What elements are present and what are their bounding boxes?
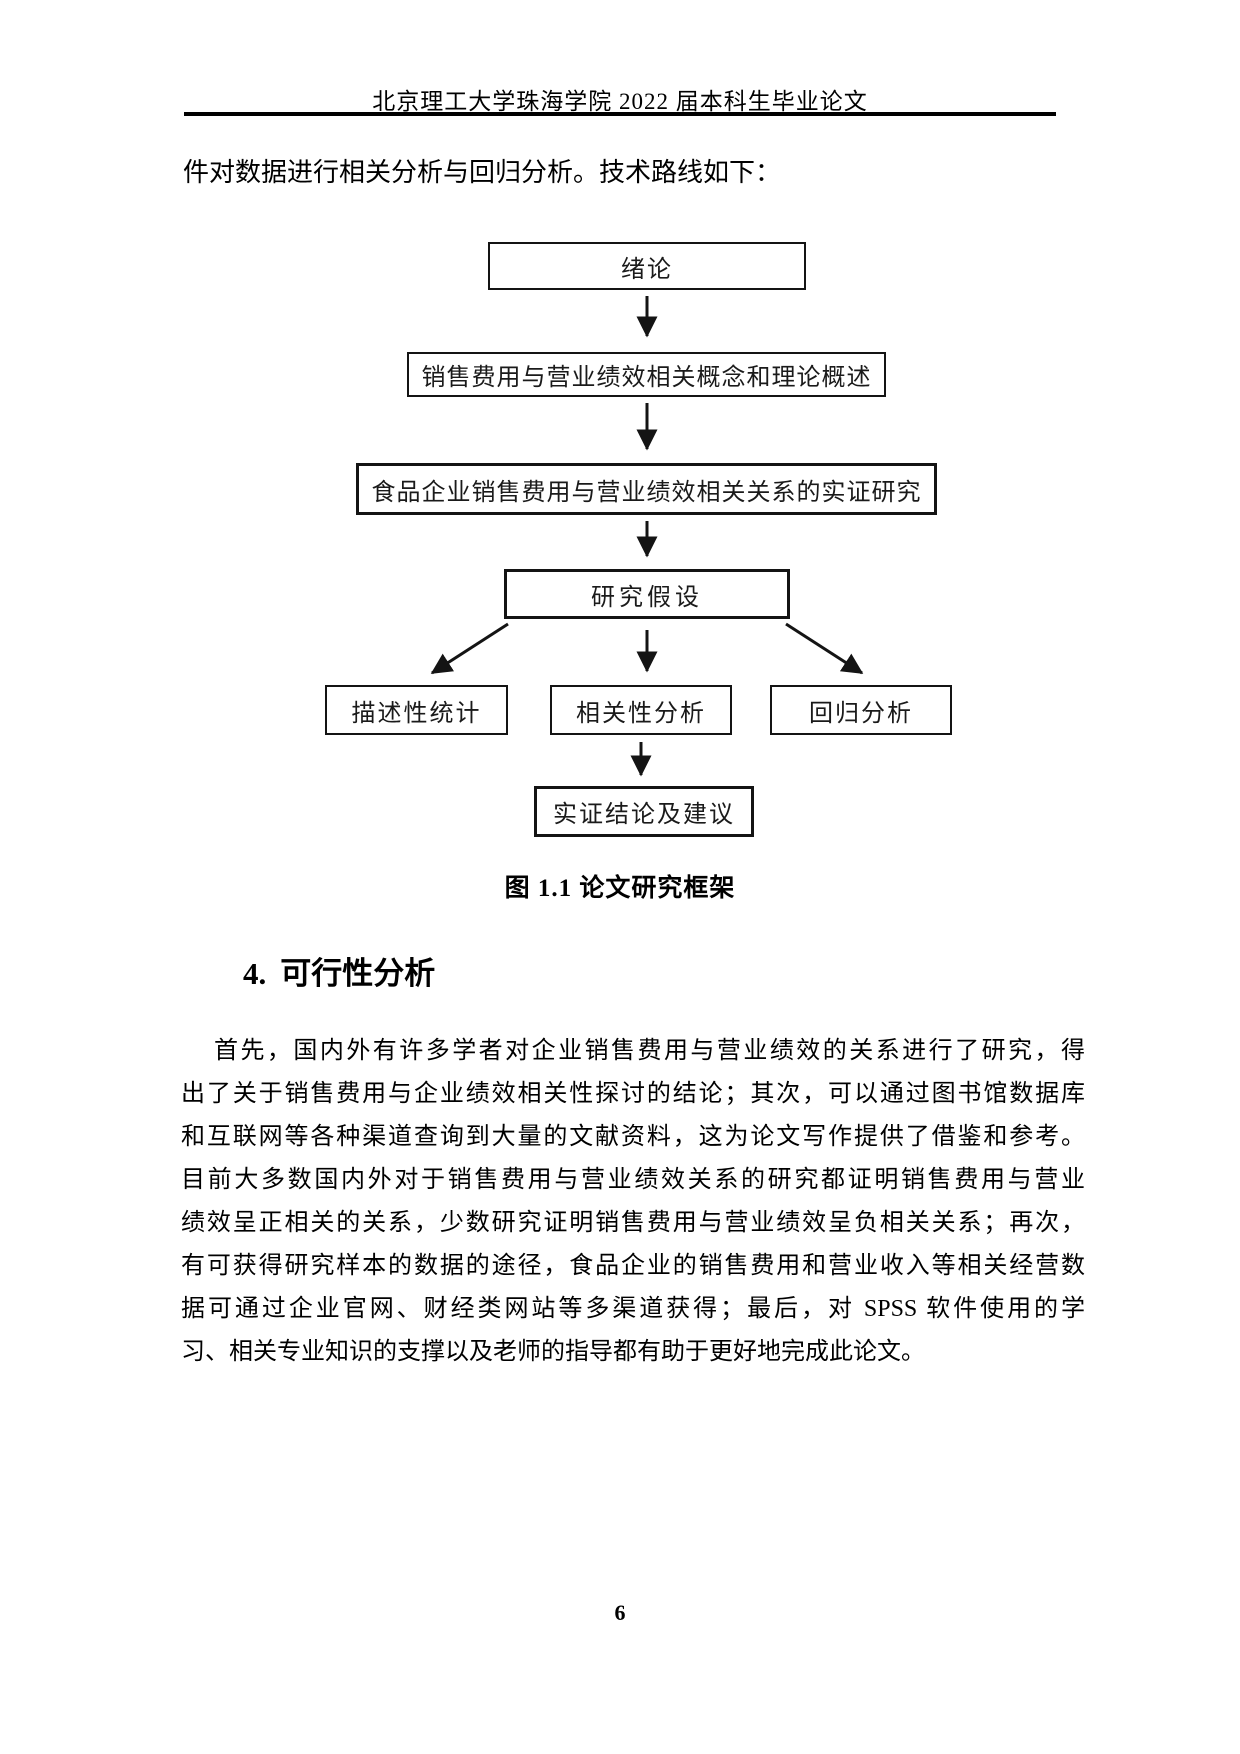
page-number: 6 bbox=[614, 1600, 626, 1625]
flowchart-node-empirical-research: 食品企业销售费用与营业绩效相关关系的实证研究 bbox=[356, 463, 937, 515]
flowchart-node-introduction: 绪论 bbox=[488, 242, 806, 290]
page-header-title: 北京理工大学珠海学院 2022 届本科生毕业论文 bbox=[372, 89, 868, 114]
section-title: 可行性分析 bbox=[280, 956, 436, 991]
paragraph-line: 出了关于销售费用与企业绩效相关性探讨的结论；其次，可以通过图书馆数据库 bbox=[181, 1081, 1085, 1107]
flowchart-node-descriptive-statistics: 描述性统计 bbox=[325, 685, 508, 735]
section-heading: 4. 可行性分析 bbox=[243, 948, 435, 993]
flowchart-node-conclusion-suggestions: 实证结论及建议 bbox=[534, 786, 754, 837]
paragraph-line: 据可通过企业官网、财经类网站等多渠道获得；最后，对 SPSS 软件使用的学 bbox=[181, 1296, 1085, 1322]
figure-caption: 图 1.1 论文研究框架 bbox=[504, 875, 736, 902]
arrow-hypothesis-to-regression bbox=[785, 622, 864, 675]
paragraph-line: 绩效呈正相关的关系，少数研究证明销售费用与营业绩效呈负相关关系；再次， bbox=[181, 1210, 1085, 1236]
flowchart-node-concepts-theory: 销售费用与营业绩效相关概念和理论概述 bbox=[407, 352, 886, 397]
section-number: 4. bbox=[243, 956, 267, 991]
feasibility-paragraph: 首先，国内外有许多学者对企业销售费用与营业绩效的关系进行了研究，得 出了关于销售… bbox=[181, 1030, 1085, 1374]
paragraph-line: 目前大多数国内外对于销售费用与营业绩效关系的研究都证明销售费用与营业 bbox=[181, 1167, 1085, 1193]
intro-text: 件对数据进行相关分析与回归分析。技术路线如下： bbox=[183, 158, 782, 187]
flowchart-node-regression-analysis: 回归分析 bbox=[770, 685, 952, 735]
flowchart-node-research-hypothesis: 研究假设 bbox=[504, 569, 790, 619]
paragraph-line: 习、相关专业知识的支撑以及老师的指导都有助于更好地完成此论文。 bbox=[181, 1339, 925, 1365]
arrow-hypothesis-to-descriptive bbox=[430, 622, 509, 675]
flowchart-node-correlation-analysis: 相关性分析 bbox=[550, 685, 732, 735]
paragraph-line: 有可获得研究样本的数据的途径，食品企业的销售费用和营业收入等相关经营数 bbox=[181, 1253, 1085, 1279]
paragraph-line: 首先，国内外有许多学者对企业销售费用与营业绩效的关系进行了研究，得 bbox=[214, 1038, 1085, 1064]
paragraph-line: 和互联网等各种渠道查询到大量的文献资料，这为论文写作提供了借鉴和参考。 bbox=[181, 1124, 1085, 1150]
header-divider bbox=[184, 112, 1056, 116]
